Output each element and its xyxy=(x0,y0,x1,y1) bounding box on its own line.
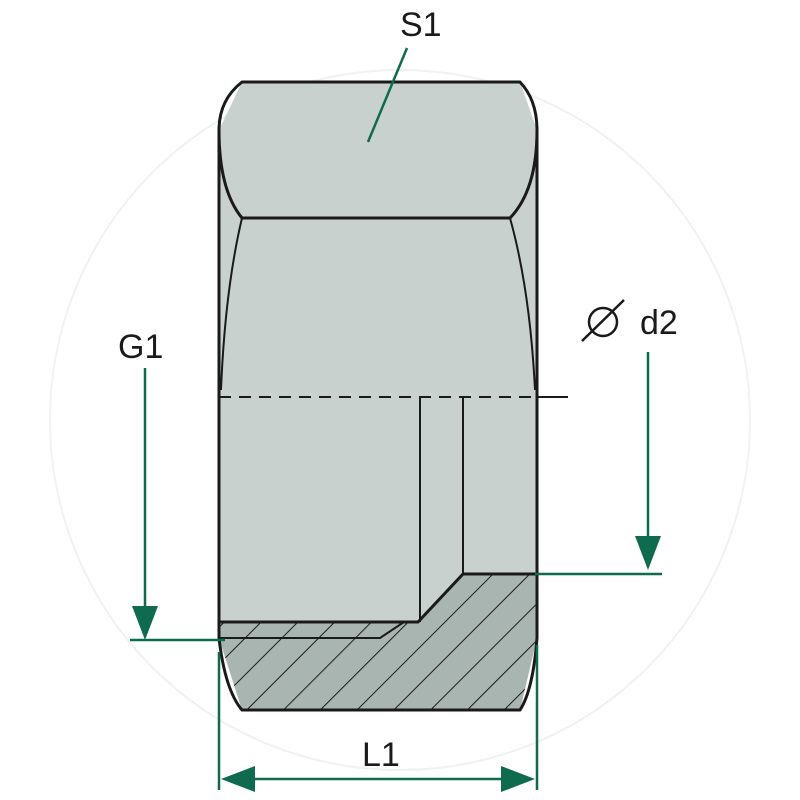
s1-label: S1 xyxy=(400,6,442,44)
g1-arrowhead xyxy=(132,606,158,640)
l1-arrow-left xyxy=(221,766,255,792)
d2-arrowhead xyxy=(635,536,661,570)
thread-lines xyxy=(219,621,405,639)
bore-step xyxy=(219,572,537,624)
l1-label: L1 xyxy=(362,736,400,774)
nut-outline xyxy=(217,130,539,712)
nut-body xyxy=(219,82,537,710)
l1-arrow-right xyxy=(501,766,535,792)
d2-label: d2 xyxy=(640,304,678,342)
diameter-symbol-icon xyxy=(581,299,625,342)
watermark-circle xyxy=(49,69,751,771)
s1-leader xyxy=(366,47,409,143)
section-hatch xyxy=(219,574,537,710)
hex-left-flank xyxy=(220,217,243,391)
hex-right-flank xyxy=(509,217,536,391)
g1-label: G1 xyxy=(118,328,163,366)
